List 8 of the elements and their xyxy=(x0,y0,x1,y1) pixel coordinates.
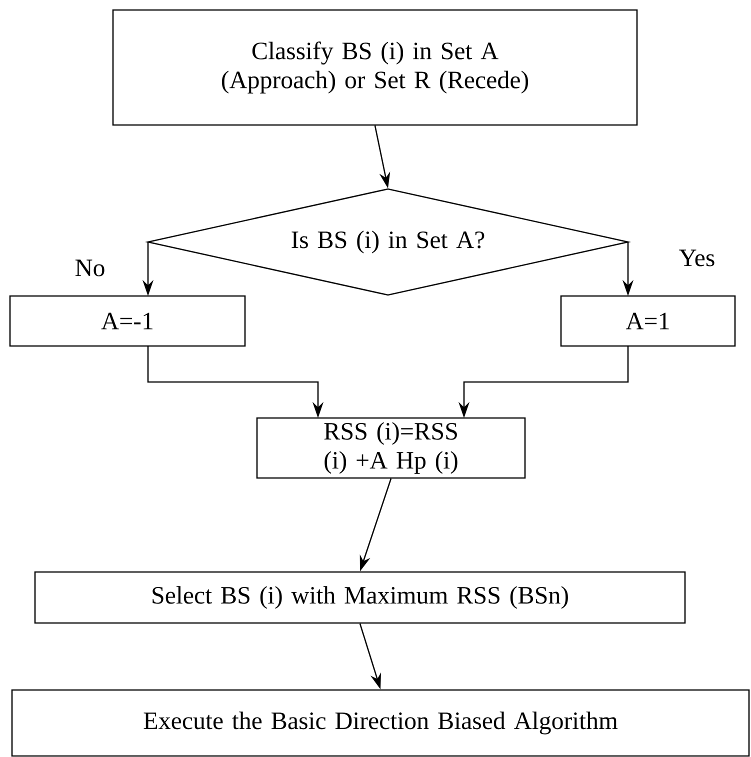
process-box: RSS (i)=RSS (i) +A Hp (i) xyxy=(256,417,526,479)
process-box: Select BS (i) with Maximum RSS (BSn) xyxy=(34,571,686,624)
process-box: A=-1 xyxy=(9,295,246,347)
process-box: Execute the Basic Direction Biased Algorithm xyxy=(11,689,750,757)
process-box: Classify BS (i) in Set A (Approach) or Set R (Recede) xyxy=(112,9,638,126)
process-box: A=1 xyxy=(560,295,736,347)
branch-label: No xyxy=(75,260,104,276)
branch-label: Yes xyxy=(679,250,714,266)
